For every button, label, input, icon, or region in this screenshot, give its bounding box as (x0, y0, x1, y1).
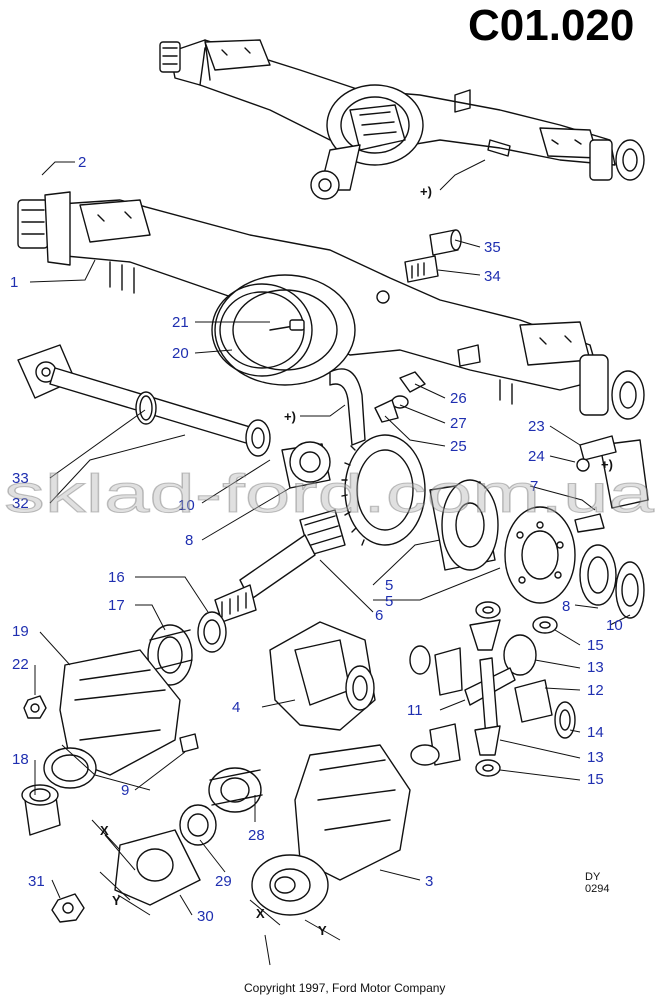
callout-8b: 8 (562, 598, 570, 615)
dim-label-y-right: Y (318, 923, 327, 938)
callout-14: 14 (587, 724, 604, 741)
pinion-seal-drawing (21, 784, 61, 836)
callout-35: 35 (484, 239, 501, 256)
dim-label-y-left: Y (112, 893, 121, 908)
pinion-bearing-drawing (147, 611, 227, 686)
callout-22: 22 (12, 656, 29, 673)
callout-34: 34 (484, 268, 501, 285)
leader-lines (29, 159, 631, 916)
callout-1: 1 (10, 274, 18, 291)
studs-drawing (404, 229, 462, 283)
callout-6: 6 (375, 607, 383, 624)
callout-3: 3 (425, 873, 433, 890)
callout-4: 4 (232, 699, 240, 716)
callout-33: 33 (12, 470, 29, 487)
carrier-housing-drawing (43, 649, 181, 789)
callout-27: 27 (450, 415, 467, 432)
upper-axle-housing-drawing (159, 39, 645, 200)
carrier-assembly-drawing (251, 744, 411, 916)
dim-label-x-right: X (256, 906, 265, 921)
callout-11: 11 (407, 702, 423, 719)
differential-case-drawing (269, 621, 376, 731)
callout-12: 12 (587, 682, 604, 699)
page-title: C01.020 (468, 1, 634, 50)
diff-gears-drawing (409, 601, 576, 777)
callout-32: 32 (12, 495, 29, 512)
drive-pinion-drawing (214, 509, 346, 623)
callout-8a: 8 (185, 532, 193, 549)
callout-13b: 13 (587, 749, 604, 766)
callout-10b: 10 (606, 617, 623, 634)
callout-25: 25 (450, 438, 467, 455)
axle-shaft-drawing (17, 344, 331, 489)
cover-gasket-drawing (211, 283, 313, 377)
callout-15b: 15 (587, 771, 604, 788)
callout-18: 18 (12, 751, 29, 768)
dim-label-x-left: X (100, 823, 109, 838)
callout-21: 21 (172, 314, 189, 331)
ring-gear-drawing (341, 434, 499, 571)
callout-2: 2 (78, 154, 86, 171)
drawing-code-line-1: DY (585, 871, 601, 883)
callout-26: 26 (450, 390, 467, 407)
diff-flange-drawing (504, 506, 576, 604)
callout-23: 23 (528, 418, 545, 435)
drawing-code-line-2: 0294 (585, 883, 609, 895)
nut-and-plug-drawing (23, 695, 199, 753)
callout-24: 24 (528, 448, 545, 465)
copyright-notice: Copyright 1997, Ford Motor Company (244, 981, 445, 995)
callout-7: 7 (530, 478, 538, 495)
flange-and-bearings-drawing (51, 767, 263, 923)
callout-28: 28 (248, 827, 265, 844)
callout-13a: 13 (587, 659, 604, 676)
axle-housing-drawing (17, 191, 645, 420)
callout-10a: 10 (178, 497, 195, 514)
callout-30: 30 (197, 908, 214, 925)
side-bearing-drawing (579, 544, 645, 619)
variant-marker-side: +) (601, 457, 613, 472)
callout-15a: 15 (587, 637, 604, 654)
callout-16: 16 (108, 569, 125, 586)
callout-labels: 1 2 3 4 5 5 6 7 8 8 9 10 10 11 12 13 13 … (10, 154, 623, 925)
side-cover-drawing (574, 435, 649, 533)
callout-5b: 5 (385, 593, 393, 610)
callout-19: 19 (12, 623, 29, 640)
dimension-lines: X Y X Y (91, 819, 341, 966)
variant-marker-lower: +) (284, 409, 296, 424)
callout-31: 31 (28, 873, 45, 890)
bearing-cap-drawing (329, 368, 426, 446)
callout-17: 17 (108, 597, 125, 614)
watermark-text: sklad-ford.com.ua (4, 464, 655, 524)
callout-9: 9 (121, 782, 129, 799)
callout-5a: 5 (385, 577, 393, 594)
variant-marker-upper: +) (420, 184, 432, 199)
callout-29: 29 (215, 873, 232, 890)
callout-20: 20 (172, 345, 189, 362)
